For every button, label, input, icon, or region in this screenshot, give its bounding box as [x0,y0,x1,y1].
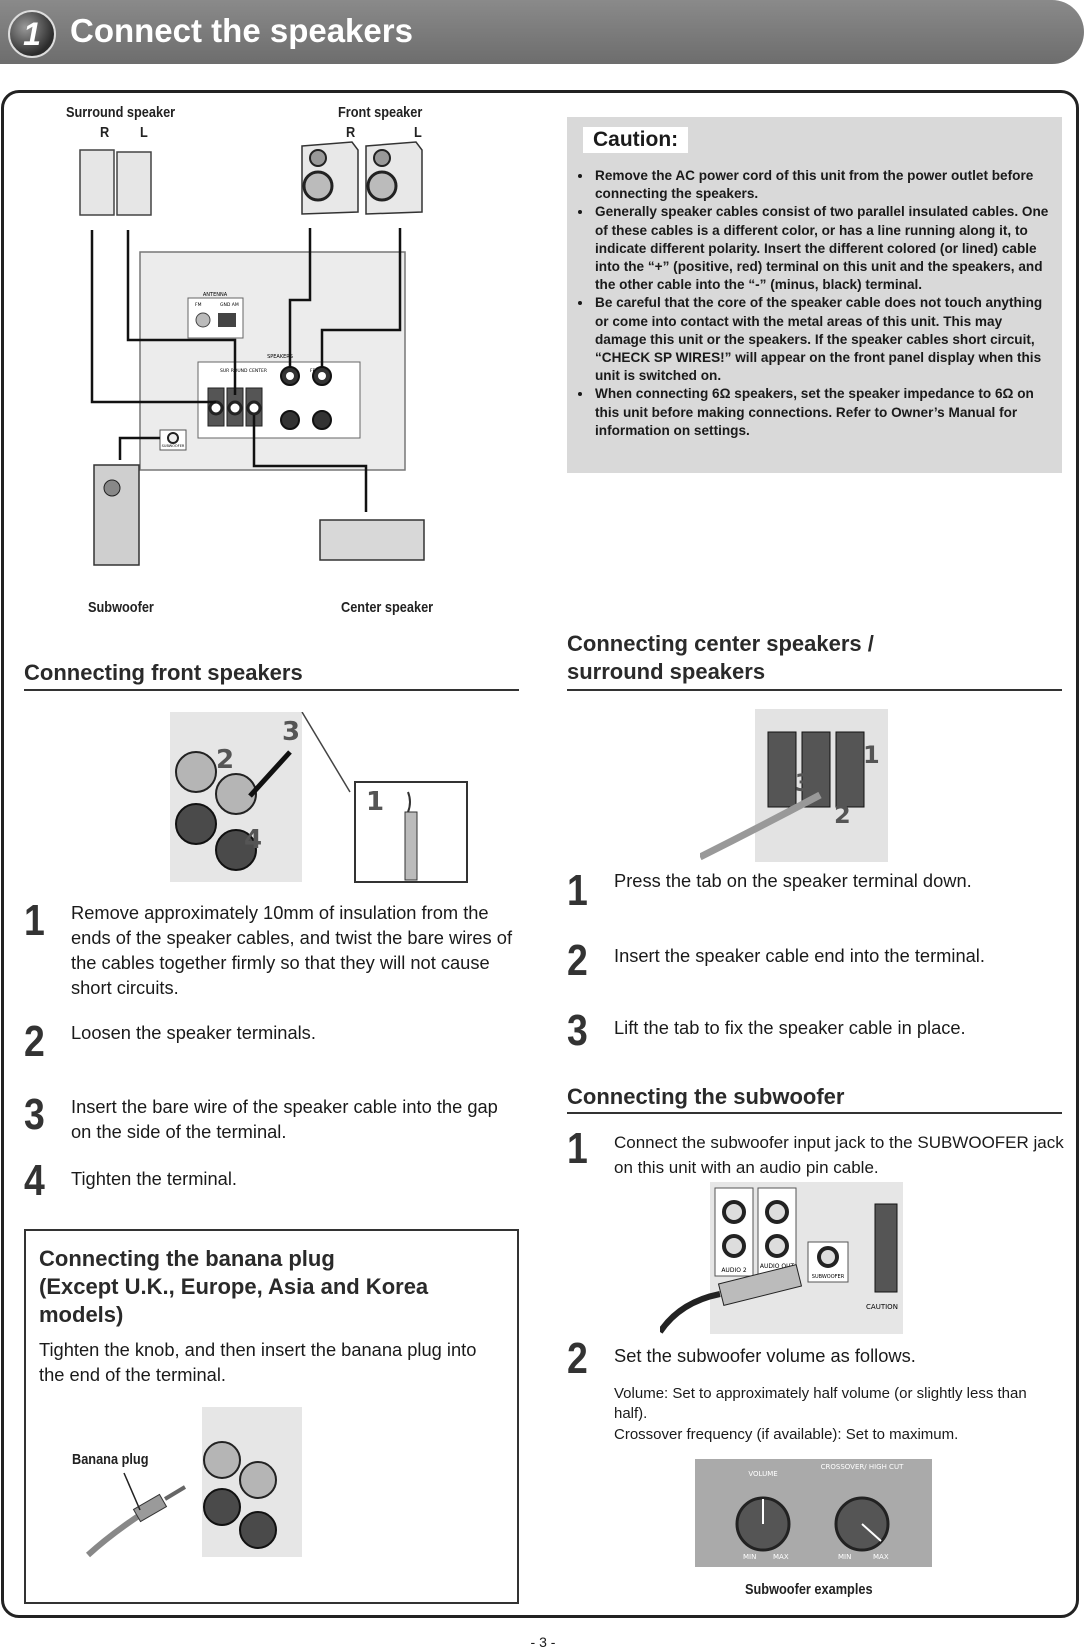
step-text: Connect the subwoofer input jack to the … [614,1133,1064,1177]
svg-text:FM: FM [195,302,202,308]
caution-item: Be careful that the core of the speaker … [593,294,1055,385]
front-speaker-label: Front speaker [338,104,423,121]
svg-text:1: 1 [366,787,384,817]
surround-l-label: L [140,124,148,141]
svg-text:MIN: MIN [743,1553,756,1561]
step-text: Tighten the terminal. [71,1168,237,1189]
step-text: Press the tab on the speaker terminal do… [614,870,972,891]
svg-text:CAUTION: CAUTION [866,1303,898,1311]
caution-list: Remove the AC power cord of this unit fr… [579,167,1055,440]
svg-text:AUDIO OUT: AUDIO OUT [760,1263,795,1270]
svg-text:4: 4 [244,825,262,855]
svg-text:3: 3 [795,769,812,797]
svg-text:VOLUME: VOLUME [748,1470,777,1478]
step-text: Insert the bare wire of the speaker cabl… [71,1096,498,1142]
step-text: Remove approximately 10mm of insulation … [71,902,513,998]
svg-text:MAX: MAX [773,1553,789,1561]
subwoofer-label: Subwoofer [88,599,154,616]
center-surround-heading: Connecting center speakers / surround sp… [567,631,874,684]
svg-text:MIN: MIN [838,1553,851,1561]
banana-plug-heading: Connecting the banana plug (Except U.K.,… [39,1246,429,1327]
banana-plug-box [24,1229,519,1604]
volume-instruction: Volume: Set to approximately half volume… [614,1385,1027,1422]
content-frame [1,90,1079,1618]
step-text: Set the subwoofer volume as follows. [614,1345,916,1366]
svg-text:AUDIO 2: AUDIO 2 [721,1267,747,1274]
step-text: Lift the tab to fix the speaker cable in… [614,1017,966,1038]
front-terminal-illustration: 3 2 4 1 [170,712,468,883]
subwoofer-jack-illustration: AUDIO 2 AUDIO OUT SUBWOOFER CAUTION [660,1182,903,1334]
step-number-badge: 1 [8,10,56,58]
svg-text:SPEAKERS: SPEAKERS [267,354,293,360]
antenna-text: ANTENNA [203,292,228,298]
front-l-label: L [414,124,422,141]
caution-item: Generally speaker cables consist of two … [593,203,1055,294]
svg-text:1: 1 [863,741,880,769]
caution-item: Remove the AC power cord of this unit fr… [593,167,1055,203]
step-number: 1 [567,1124,588,1173]
subwoofer-knobs-illustration: VOLUME CROSSOVER/ HIGH CUT MIN MAX MIN M… [695,1459,932,1567]
surround-r-label: R [100,124,110,141]
step-text: Loosen the speaker terminals. [71,1022,316,1043]
svg-text:3: 3 [282,717,300,747]
svg-text:SUBWOOFER: SUBWOOFER [162,444,185,448]
surround-speaker-label: Surround speaker [66,104,176,121]
step-number: 3 [567,1006,588,1055]
page-header [0,0,1084,64]
svg-text:2: 2 [834,801,851,829]
caution-title: Caution: [583,127,689,153]
step-number: 2 [567,1334,588,1383]
crossover-instruction: Crossover frequency (if available): Set … [614,1426,959,1443]
front-speakers-heading: Connecting front speakers [24,660,303,685]
caution-item: When connecting 6Ω speakers, set the spe… [593,385,1055,440]
caution-box: Remove the AC power cord of this unit fr… [567,117,1062,473]
subwoofer-examples-label: Subwoofer examples [745,1581,873,1598]
svg-text:CROSSOVER/ HIGH CUT: CROSSOVER/ HIGH CUT [821,1463,904,1471]
step-number: 2 [24,1017,45,1066]
divider [24,689,519,691]
step-number: 1 [24,896,45,945]
page-number: - 3 - [530,1634,556,1650]
step-number: 3 [24,1090,45,1139]
banana-plug-text: Tighten the knob, and then insert the ba… [39,1339,477,1385]
page-title: Connect the speakers [70,12,413,49]
divider [567,689,1062,691]
step-number: 4 [24,1156,45,1205]
svg-text:SUBWOOFER: SUBWOOFER [812,1274,845,1280]
front-r-label: R [346,124,356,141]
center-terminal-illustration: 3 1 2 [700,709,888,862]
step-number: 2 [567,936,588,985]
step-text: Insert the speaker cable end into the te… [614,945,985,966]
svg-text:MAX: MAX [873,1553,889,1561]
banana-plug-label: Banana plug [72,1451,149,1468]
svg-text:SUR ROUND CENTER: SUR ROUND CENTER [220,368,267,374]
step-number: 1 [567,866,588,915]
subwoofer-heading: Connecting the subwoofer [567,1084,845,1109]
svg-text:GND AM: GND AM [220,302,239,308]
banana-plug-illustration [85,1407,302,1558]
svg-text:2: 2 [216,745,234,775]
connection-diagram: ANTENNA FM GND AM SPEAKERS SUR ROUND CEN… [79,141,425,566]
divider [567,1112,1062,1114]
center-speaker-label: Center speaker [341,599,434,616]
